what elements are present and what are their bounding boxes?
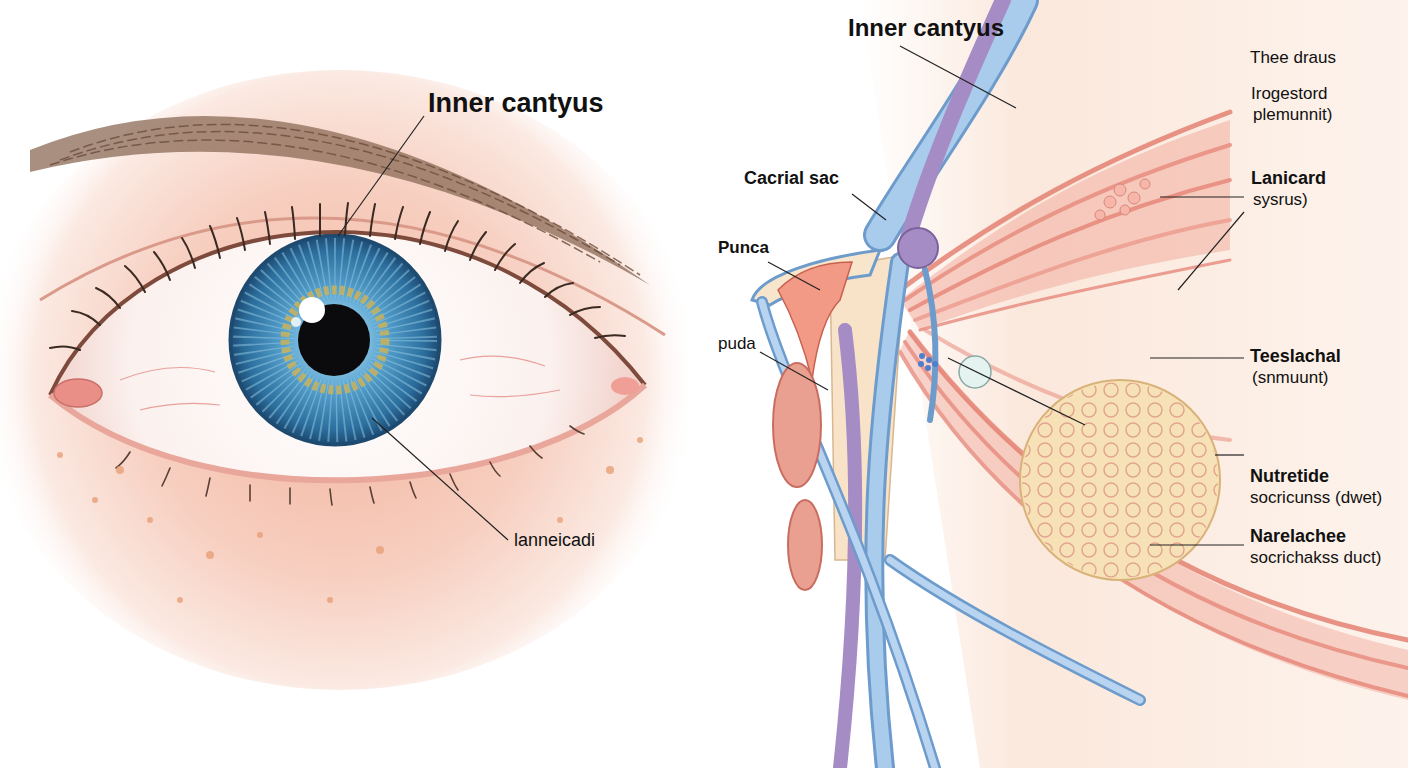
part-label: sysrus) — [1253, 190, 1308, 210]
lower-lashes — [116, 426, 584, 505]
lacrimal-gland — [1020, 380, 1220, 580]
sac-fundus — [898, 228, 938, 268]
tissue-ground — [860, 0, 1408, 768]
part-label: Punca — [718, 238, 769, 258]
part-label: Narelachee — [1250, 526, 1346, 547]
part-label: Inner cantyus — [848, 14, 1004, 42]
upper-lashes — [50, 203, 625, 350]
part-label: Thee draus — [1250, 48, 1336, 68]
vessels — [762, 0, 1140, 768]
part-label: socrichakss duct) — [1250, 548, 1381, 568]
part-label: socricunss (dwet) — [1250, 488, 1382, 508]
part-label: Cacrial sac — [744, 168, 839, 189]
part-label: Lanicard — [1251, 168, 1326, 189]
leader-lines — [760, 46, 1244, 545]
lower-lid — [50, 385, 645, 480]
gland-cells — [1022, 382, 1218, 578]
upper-lid — [50, 232, 645, 395]
iris-streaks — [263, 268, 407, 412]
duct-opening — [918, 353, 938, 371]
freckles — [57, 437, 643, 603]
highlight — [291, 317, 301, 327]
part-label: lanneicadi — [514, 530, 595, 551]
iris — [230, 235, 440, 445]
sclera — [50, 232, 645, 480]
part-label: Inner cantyus — [428, 88, 604, 119]
part-label: puda — [718, 334, 756, 354]
part-label: Nutretide — [1250, 466, 1329, 487]
iris-ring — [285, 290, 385, 390]
part-label: Irogestord — [1251, 84, 1328, 104]
outer-corner — [611, 377, 639, 395]
lacrimal-funnel — [778, 262, 852, 380]
bubble — [959, 356, 991, 388]
skin — [0, 70, 700, 690]
part-label: plemunnit) — [1253, 105, 1332, 125]
leader-lines — [338, 116, 508, 540]
highlight — [299, 297, 325, 323]
tissue-lobe — [788, 500, 822, 590]
part-label: Teeslachal — [1250, 346, 1341, 367]
part-label: (snmuunt) — [1252, 368, 1329, 388]
caruncle — [54, 379, 102, 407]
gland-lobules — [1095, 179, 1150, 220]
